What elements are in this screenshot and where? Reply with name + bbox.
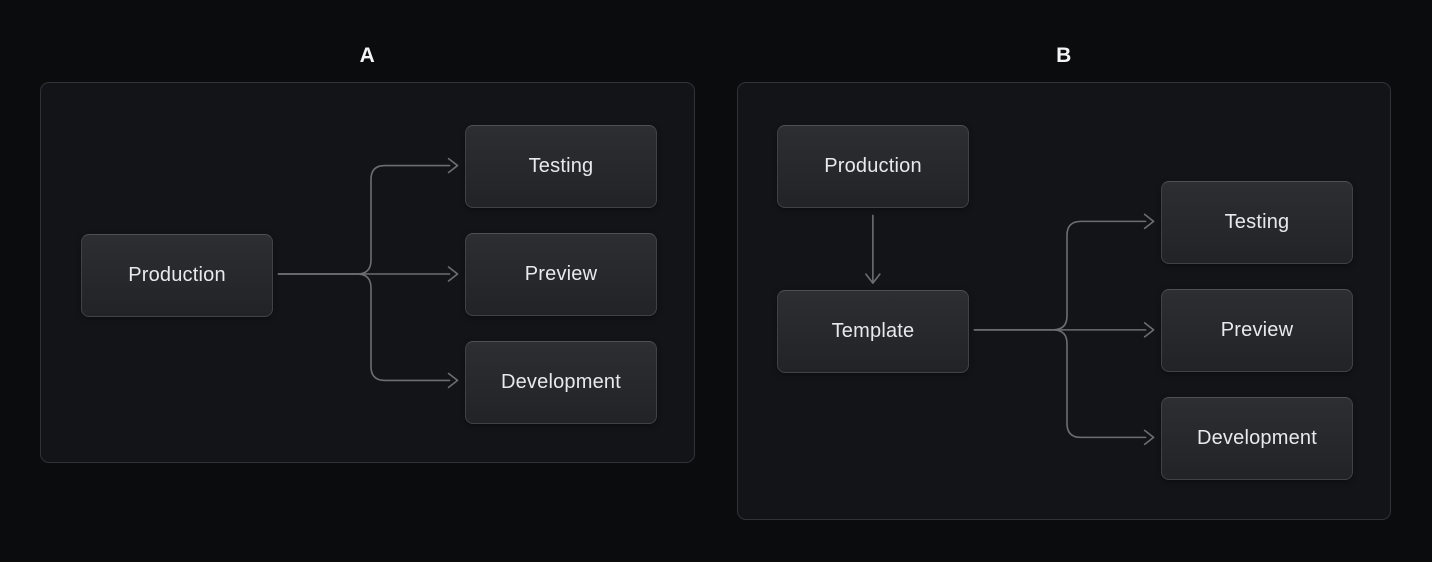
node-development: Development: [1161, 397, 1353, 480]
diagram-a-edges: [277, 157, 459, 389]
node-development-label: Development: [500, 371, 622, 393]
diagram-b-panel: Production Template Testing Preview Deve…: [737, 82, 1391, 520]
node-testing-label: Testing: [1224, 211, 1290, 233]
diagram-a-panel: Production Testing Preview Development: [40, 82, 695, 463]
diagram-a: A Production Testing Preview Development: [40, 44, 695, 463]
edge-template-testing-arrow: [973, 213, 1155, 331]
diagram-b-label: B: [1056, 44, 1072, 67]
node-production-label: Production: [128, 264, 226, 286]
node-development-label: Development: [1196, 427, 1318, 449]
edge-production-testing-arrow: [277, 157, 459, 275]
diagram-b-edges: [865, 213, 1155, 446]
node-preview: Preview: [465, 233, 657, 316]
node-testing: Testing: [1161, 181, 1353, 264]
node-development: Development: [465, 341, 657, 424]
node-production: Production: [81, 234, 273, 317]
edge-production-development-arrow: [277, 273, 459, 389]
edge-template-development-arrow: [973, 329, 1155, 446]
node-testing-label: Testing: [528, 155, 594, 177]
diagram-b: B Production Template Testing Preview De…: [737, 44, 1391, 520]
node-testing: Testing: [465, 125, 657, 208]
node-preview: Preview: [1161, 289, 1353, 372]
node-preview-label: Preview: [524, 263, 598, 285]
edge-production-template-arrow: [865, 214, 881, 284]
node-template-label: Template: [831, 320, 915, 342]
node-template: Template: [777, 290, 969, 373]
node-production: Production: [777, 125, 969, 208]
node-preview-label: Preview: [1220, 319, 1294, 341]
node-production-label: Production: [824, 155, 922, 177]
diagram-a-label: A: [359, 44, 376, 67]
